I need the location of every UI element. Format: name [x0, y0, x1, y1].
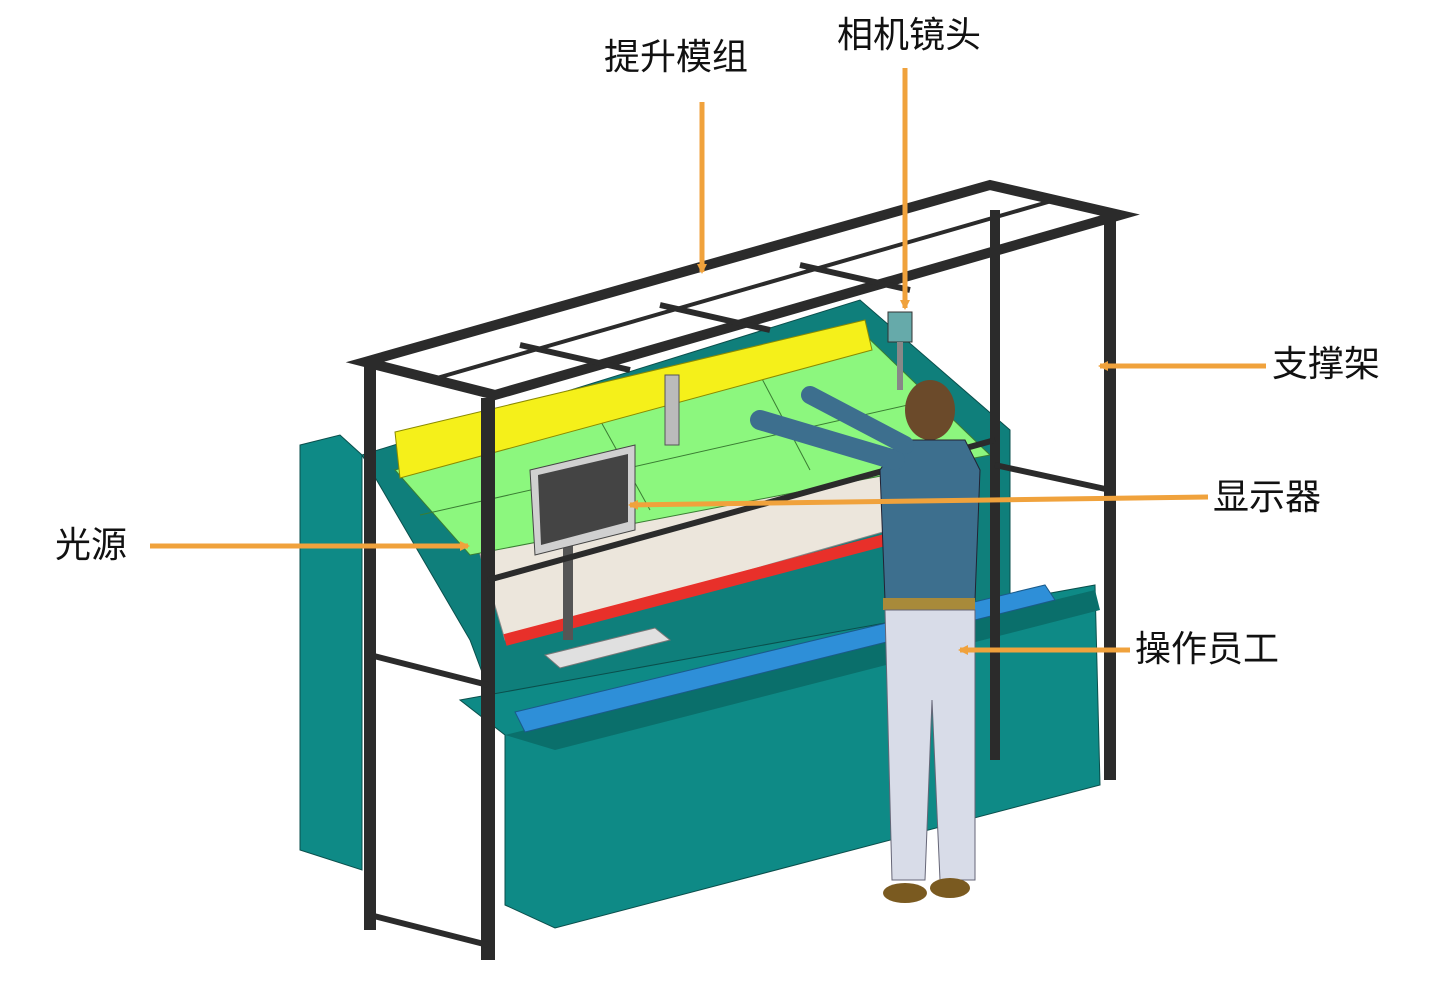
label-lift-module: 提升模组	[604, 37, 749, 78]
arrow-display	[628, 494, 1209, 510]
support-frame	[345, 179, 1140, 960]
left-cabinet	[299, 434, 363, 871]
yellow-roller	[394, 319, 873, 479]
operator-figure	[750, 380, 981, 903]
label-support-frame: 支撑架	[1272, 344, 1381, 385]
monitor	[529, 444, 636, 640]
camera	[664, 311, 913, 446]
keyboard	[543, 627, 672, 669]
label-display: 显示器	[1213, 477, 1322, 518]
label-operator: 操作员工	[1135, 629, 1280, 670]
callout-arrows	[150, 68, 1266, 655]
label-camera-lens: 相机镜头	[837, 15, 982, 56]
label-light-source: 光源	[55, 525, 128, 566]
